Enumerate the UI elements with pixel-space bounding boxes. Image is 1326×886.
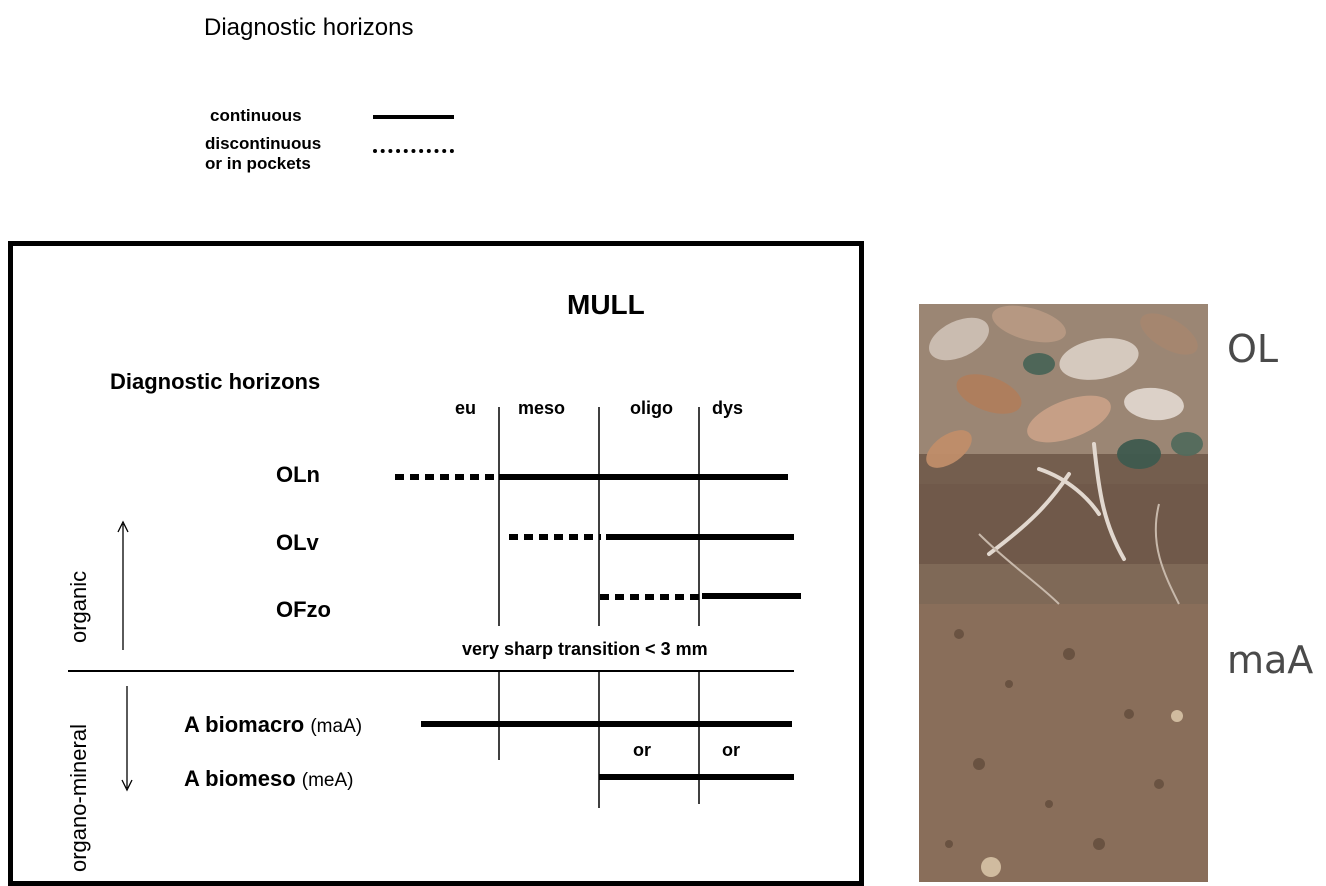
soil-profile-photo bbox=[919, 304, 1208, 882]
soil-photo-illustration bbox=[919, 304, 1208, 882]
photo-label-ol: OL bbox=[1227, 327, 1278, 371]
photo-label-maa: maA bbox=[1227, 638, 1313, 682]
